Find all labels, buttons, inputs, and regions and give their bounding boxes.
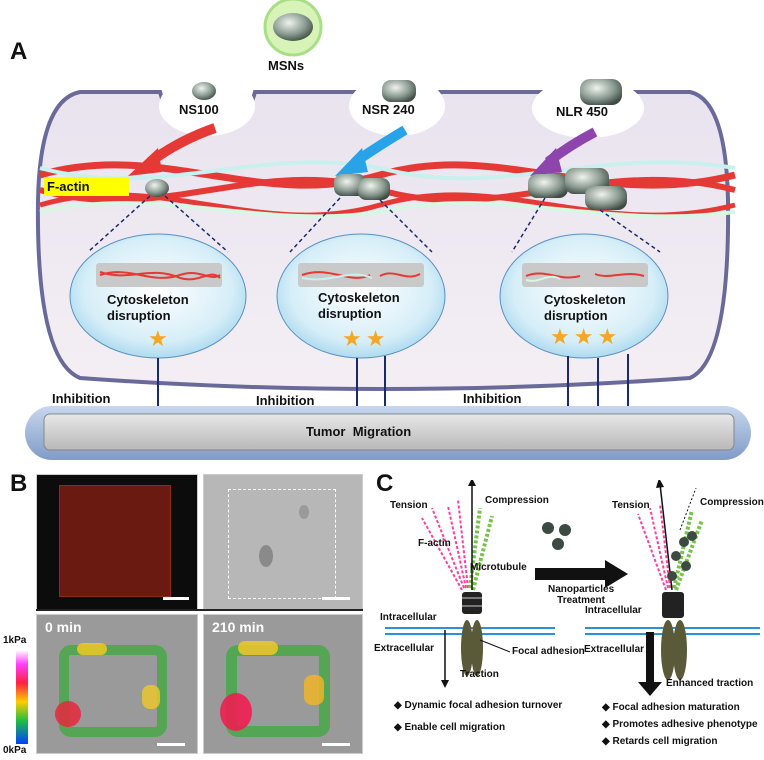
msns-label: MSNs	[268, 58, 305, 73]
c-left-microtubule-label: Microtubule	[470, 562, 527, 573]
inhibition-label-2: Inhibition	[256, 393, 315, 408]
c-right-traction-label: Enhanced traction	[666, 678, 754, 689]
inhibition-label-1: Inhibition	[52, 391, 111, 406]
c-right-tension-label: Tension	[612, 500, 650, 511]
traction-map-0min: 0 min	[36, 614, 198, 754]
star-rating-3: ★★★	[548, 324, 619, 350]
nsr240-label: NSR 240	[362, 102, 415, 117]
c-right-intracellular-label: Intracellular	[585, 605, 642, 616]
c-left-tension-label: Tension	[390, 500, 428, 511]
time-label: 0 min	[45, 619, 82, 635]
nlr450-label: NLR 450	[556, 104, 609, 119]
bullet-item: ◆ Enable cell migration	[394, 722, 506, 733]
star-icon: ★	[148, 326, 168, 351]
disruption-label-3: Cytoskeleton disruption	[544, 292, 626, 323]
disruption-label-2: Cytoskeleton disruption	[318, 290, 400, 321]
scale-bar	[157, 743, 185, 746]
c-right-bullet-list: ◆ Focal adhesion maturation ◆ Promotes a…	[602, 702, 758, 747]
color-scale-bar	[16, 650, 28, 744]
star-icon: ★	[550, 324, 570, 349]
color-scale-bottom-label: 0kPa	[3, 745, 27, 756]
c-left-intracellular-label: Intracellular	[380, 612, 437, 623]
ns100-particle-icon	[192, 82, 216, 100]
fluorescence-image	[36, 474, 198, 610]
bullet-item: ◆ Dynamic focal adhesion turnover	[394, 700, 563, 711]
panel-a-diagram	[25, 0, 751, 460]
c-left-bullet-list: ◆ Dynamic focal adhesion turnover ◆ Enab…	[394, 700, 562, 733]
treatment-arrow	[535, 560, 628, 588]
bullet-item: ◆ Focal adhesion maturation	[602, 702, 740, 713]
bullet-text: Promotes adhesive phenotype	[612, 719, 758, 730]
nsr240-particle-icon	[382, 80, 416, 102]
bullet-text: Focal adhesion maturation	[612, 702, 740, 713]
c-left-extracellular-label: Extracellular	[374, 643, 435, 654]
inhibition-label-3: Inhibition	[463, 391, 522, 406]
c-left-compression-label: Compression	[485, 495, 549, 506]
star-icon: ★	[573, 324, 594, 349]
c-left-focal-adhesion-label: Focal adhesion	[512, 646, 585, 657]
star-rating-1: ★	[146, 326, 170, 352]
c-right-compression-label: Compression	[700, 497, 764, 508]
panel-a-letter: A	[10, 38, 28, 65]
ns100-label: NS100	[179, 102, 219, 117]
c-left-factin-label: F-actin	[418, 538, 451, 549]
star-icon: ★	[597, 324, 618, 349]
c-right-extracellular-label: Extracellular	[584, 644, 645, 655]
divider	[36, 609, 363, 611]
bullet-text: Dynamic focal adhesion turnover	[404, 700, 563, 711]
color-scale-top-label: 1kPa	[3, 635, 27, 646]
bullet-item: ◆ Promotes adhesive phenotype	[602, 719, 758, 730]
scale-bar	[322, 597, 350, 600]
traction-map-210min: 210 min	[203, 614, 363, 754]
scale-bar	[322, 743, 350, 746]
nlr450-particle-icon	[580, 79, 622, 105]
panel-b-letter: B	[10, 470, 28, 497]
panel-c-letter: C	[376, 470, 394, 497]
star-icon: ★	[365, 326, 386, 351]
focal-adhesion-diagram	[385, 480, 760, 696]
f-actin-label: F-actin	[44, 177, 129, 196]
disruption-label-1: Cytoskeleton disruption	[107, 292, 189, 323]
time-label: 210 min	[212, 619, 265, 635]
brightfield-image	[203, 474, 363, 610]
bullet-item: ◆ Retards cell migration	[602, 736, 718, 747]
c-left-traction-label: Traction	[460, 669, 499, 680]
bullet-text: Enable cell migration	[404, 722, 506, 733]
star-icon: ★	[342, 326, 362, 351]
star-rating-2: ★★	[340, 326, 387, 352]
nanoparticles-treatment-label: Nanoparticles Treatment	[548, 584, 615, 606]
scale-bar	[163, 597, 189, 600]
tumor-migration-label: Tumor Migration	[306, 424, 412, 439]
bullet-text: Retards cell migration	[612, 736, 718, 747]
